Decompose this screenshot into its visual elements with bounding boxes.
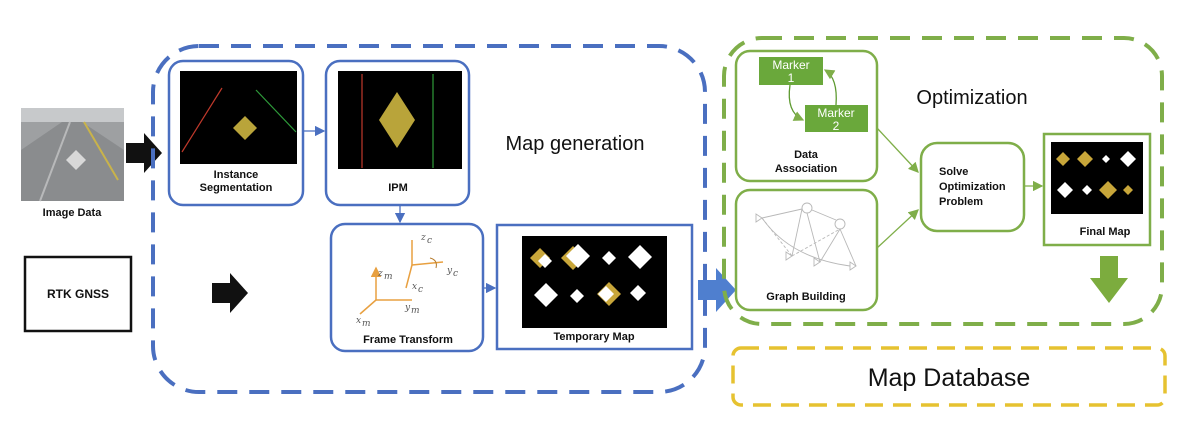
axis-zc: z: [420, 233, 426, 243]
axis-yc-sub: c: [453, 269, 458, 279]
marker1-label-line1: Marker: [772, 58, 809, 72]
rtk-gnss-box: RTK GNSS: [23, 255, 133, 333]
assoc-to-solve-arrow: [876, 127, 919, 173]
graph-building-box: Graph Building: [734, 188, 879, 312]
graph-to-solve-arrow: [876, 209, 919, 249]
axis-ym-sub: m: [411, 306, 420, 316]
solve-label-line3: Problem: [939, 196, 983, 208]
axis-zm: z: [377, 269, 383, 279]
image-data-label: Image Data: [43, 207, 103, 219]
axis-zc-sub: c: [427, 236, 432, 246]
data-association-label-line2: Association: [775, 163, 838, 175]
axis-xm: x: [356, 316, 361, 326]
image-input-arrow: [126, 133, 162, 173]
instance-seg-label-line2: Segmentation: [200, 182, 273, 194]
to-optimization-arrow: [698, 268, 736, 312]
marker1-label-line2: 1: [788, 71, 795, 85]
frame-transform-box: z c y c x c z m y m x m Frame Transform: [329, 222, 485, 353]
ipm-label: IPM: [388, 182, 408, 194]
map-generation-region: [151, 44, 707, 394]
rtk-gnss-label: RTK GNSS: [47, 287, 109, 301]
axis-xm-sub: m: [362, 319, 371, 329]
graph-building-label: Graph Building: [766, 291, 845, 303]
axis-ym: y: [404, 303, 411, 313]
optimization-region: [722, 36, 1164, 326]
to-database-arrow: [1090, 256, 1128, 303]
axis-yc: y: [446, 266, 453, 276]
instance-seg-label-line1: Instance: [214, 169, 259, 181]
marker2-label-line1: Marker: [817, 106, 854, 120]
marker1-node: [759, 57, 823, 85]
final-map-box: Final Map: [1042, 132, 1152, 247]
optimization-title: Optimization: [916, 87, 1027, 109]
axis-xc-sub: c: [418, 285, 423, 295]
ipm-box: IPM: [324, 59, 471, 207]
solve-optimization-box: Solve Optimization Problem: [919, 141, 1026, 233]
map-database-title: Map Database: [868, 364, 1031, 392]
temporary-map-label: Temporary Map: [553, 331, 634, 343]
final-map-label: Final Map: [1080, 226, 1131, 238]
marker2-label-line2: 2: [833, 119, 840, 133]
image-data-thumbnail: [21, 108, 124, 202]
data-association-label-line1: Data: [794, 149, 819, 161]
temporary-map-box: Temporary Map: [495, 223, 694, 351]
instance-segmentation-box: Instance Segmentation: [167, 59, 305, 207]
gnss-input-arrow: [212, 273, 248, 313]
solve-label-line2: Optimization: [939, 181, 1006, 193]
axis-xc: x: [412, 282, 417, 292]
axis-zm-sub: m: [384, 272, 393, 282]
map-database-region: [731, 346, 1167, 407]
map-generation-title: Map generation: [506, 133, 645, 155]
solve-label-line1: Solve: [939, 166, 968, 178]
data-association-box: Marker 1 Marker 2 Data Association: [734, 49, 879, 183]
marker2-node: [805, 105, 868, 132]
frame-transform-label: Frame Transform: [363, 334, 453, 346]
